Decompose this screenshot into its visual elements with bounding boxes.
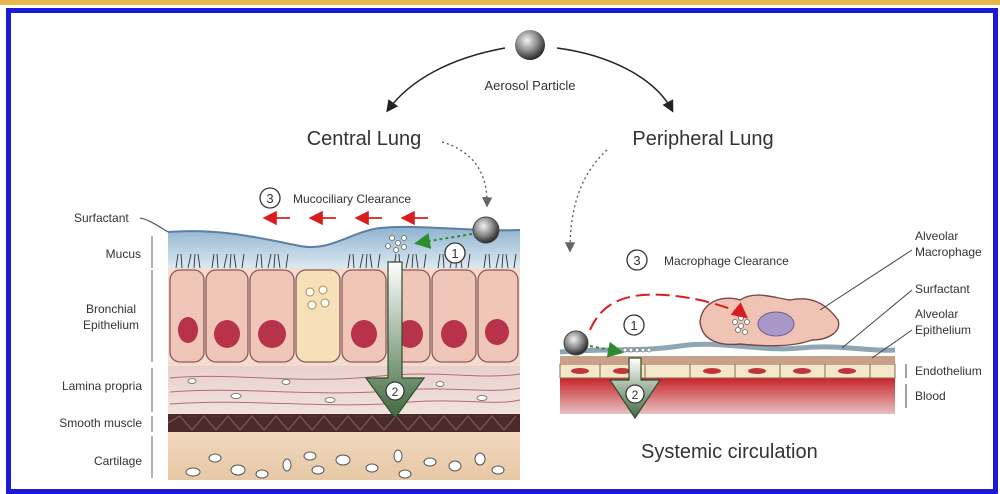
- alveolar-macrophage-label-1: Alveolar: [915, 229, 958, 243]
- epithelium-label: Epithelium: [83, 318, 139, 332]
- systemic-circulation-label: Systemic circulation: [641, 441, 818, 463]
- aerosol-particle-icon: [515, 30, 545, 60]
- peripheral-step1-number: 1: [630, 318, 637, 333]
- central-step2-number: 2: [392, 385, 399, 399]
- alveolar-macrophage-label-2: Macrophage: [915, 245, 982, 259]
- peripheral-step3-number: 3: [633, 253, 640, 268]
- mucociliary-clearance-label: Mucociliary Clearance: [293, 192, 411, 206]
- alveolar-epithelium-layer: [560, 356, 895, 364]
- alveolar-epithelium-label-2: Epithelium: [915, 323, 971, 337]
- blood-label: Blood: [915, 389, 946, 403]
- cartilage-label: Cartilage: [94, 454, 142, 468]
- endothelium-label: Endothelium: [915, 364, 982, 378]
- central-layer-labels: Surfactant Mucus Bronchial Epithelium La…: [59, 211, 168, 478]
- central-step1-number: 1: [451, 246, 458, 261]
- peripheral-aerosol-particle-icon: [564, 331, 588, 355]
- central-step3-number: 3: [266, 191, 273, 206]
- macrophage-nucleus: [758, 312, 794, 336]
- peripheral-dotted-arrow: [570, 150, 607, 250]
- epithelial-cells: [170, 270, 518, 362]
- bronchial-label: Bronchial: [86, 302, 136, 316]
- deposited-aerosol-particle-icon: [473, 217, 499, 243]
- central-lung-label: Central Lung: [307, 128, 422, 150]
- mucus-label: Mucus: [106, 247, 141, 261]
- central-tissue-panel: 1 2 3 Mucociliary Clearance: [168, 188, 520, 480]
- surfactant-peripheral-pointer: [842, 290, 912, 348]
- surfactant-label: Surfactant: [74, 211, 129, 225]
- aerosol-particle-label: Aerosol Particle: [484, 78, 575, 93]
- surfactant-pointer: [140, 218, 168, 232]
- blood-layer: [560, 378, 895, 414]
- lamina-propria-label: Lamina propria: [62, 379, 142, 393]
- central-dotted-arrow: [442, 142, 487, 205]
- peripheral-lung-label: Peripheral Lung: [632, 128, 773, 150]
- surfactant-peripheral-label: Surfactant: [915, 282, 970, 296]
- peripheral-tissue-panel: 1 2 3 Macrophage Clearance: [560, 250, 895, 418]
- peripheral-step2-number: 2: [632, 388, 639, 402]
- smooth-muscle-label: Smooth muscle: [59, 416, 142, 430]
- alveolar-epithelium-label-1: Alveolar: [915, 307, 958, 321]
- epithelium-peripheral-pointer: [872, 330, 912, 358]
- macrophage-clearance-label: Macrophage Clearance: [664, 254, 789, 268]
